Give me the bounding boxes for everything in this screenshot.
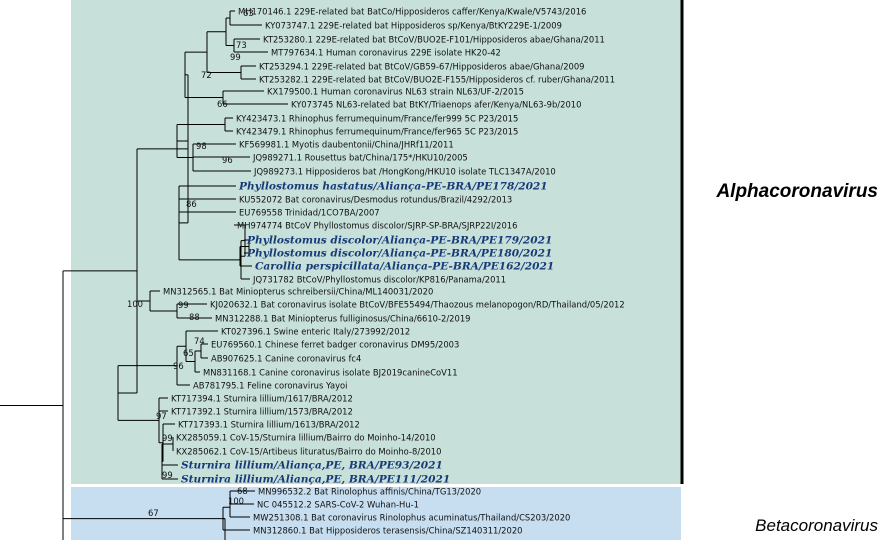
bootstrap-value: 63: [243, 8, 254, 18]
leaf-label-study-sample: Sturnira lillium/Aliança,PE, BRA/PE111/2…: [181, 474, 450, 486]
leaf-label: KJ020632.1 Bat coronavirus isolate BtCoV…: [210, 300, 625, 310]
tree-branches: [0, 10, 288, 540]
bootstrap-value: 65: [183, 348, 194, 358]
leaf-label-study-sample: Phyllostomus hastatus/Aliança-PE-BRA/PE1…: [238, 181, 548, 193]
bootstrap-value: 100: [228, 496, 244, 506]
bootstrap-value: 86: [186, 199, 197, 209]
leaf-label: MN312288.1 Bat Miniopterus fulliginosus/…: [215, 314, 471, 324]
leaf-label: JQ989271.1 Rousettus bat/China/175*/HKU1…: [252, 153, 468, 163]
bootstrap-value: 99: [178, 300, 189, 310]
leaf-label: AB907625.1 Canine coronavirus fc4: [211, 354, 361, 364]
clade-label-betacoronavirus: Betacoronavirus: [755, 516, 878, 535]
leaf-label-study-sample: Sturnira lillium/Aliança,PE, BRA/PE93/20…: [181, 460, 443, 472]
leaf-label: KY073747.1 229E-related bat Hipposideros…: [265, 21, 562, 31]
bootstrap-value: 99: [162, 470, 173, 480]
leaf-label: KT253282.1 229E-related bat BtCoV/BUO2E-…: [259, 75, 615, 85]
leaf-label: KX285062.1 CoV-15/Artibeus lituratus/Bai…: [176, 447, 441, 457]
bootstrap-value: 67: [148, 508, 159, 518]
bootstrap-value: 74: [194, 336, 205, 346]
bootstrap-value: 88: [189, 312, 200, 322]
alphacoronavirus-clade-box: [71, 0, 681, 484]
bootstrap-value: 100: [127, 299, 143, 309]
leaf-label: MN312860.1 Bat Hipposideros terasensis/C…: [253, 526, 523, 536]
leaf-label: KT253280.1 229E-related bat BtCoV/BUO2E-…: [263, 35, 605, 45]
leaf-label: KT717393.1 Sturnira lillium/1613/BRA/201…: [178, 420, 360, 430]
bootstrap-value: 73: [236, 40, 247, 50]
leaf-label: KU552072 Bat coronavirus/Desmodus rotund…: [239, 195, 512, 205]
leaf-label: EU769558 Trinidad/1CO7BA/2007: [239, 208, 380, 218]
leaf-label-study-sample: Phyllostomus discolor/Aliança-PE-BRA/PE1…: [246, 235, 552, 247]
bootstrap-value: 96: [173, 361, 184, 371]
leaf-label: KX179500.1 Human coronavirus NL63 strain…: [267, 87, 524, 97]
leaf-label: KY073745 NL63-related bat BtKY/Triaenops…: [291, 100, 581, 110]
betacoronavirus-clade-box: [71, 487, 681, 540]
bootstrap-value: 68: [237, 486, 248, 496]
bootstrap-value: 96: [222, 155, 233, 165]
leaf-label-study-sample: Phyllostomus discolor/Aliança-PE-BRA/PE1…: [246, 248, 552, 260]
leaf-label: MW251308.1 Bat coronavirus Rinolophus ac…: [253, 513, 570, 523]
leaf-label: KT717392.1 Sturnira lillium/1573/BRA/201…: [171, 407, 353, 417]
leaf-labels: MH170146.1 229E-related bat BatCo/Hippos…: [163, 7, 625, 536]
bootstrap-value: 66: [217, 99, 228, 109]
leaf-label: KY423479.1 Rhinophus ferrumequinum/Franc…: [236, 127, 518, 137]
leaf-label: KF569981.1 Myotis daubentonii/China/JHRf…: [239, 140, 454, 150]
leaf-label-study-sample: Carollia perspicillata/Aliança-PE-BRA/PE…: [255, 261, 554, 273]
leaf-label: JQ989273.1 Hipposideros bat /HongKong/HK…: [253, 167, 556, 177]
leaf-label: KY423473.1 Rhinophus ferrumequinum/Franc…: [236, 114, 518, 124]
leaf-label: EU769560.1 Chinese ferret badger coronav…: [211, 340, 459, 350]
leaf-label: MT797634.1 Human coronavirus 229E isolat…: [271, 48, 501, 58]
leaf-label: MH170146.1 229E-related bat BatCo/Hippos…: [238, 7, 586, 17]
clade-label-alphacoronavirus: Alphacoronavirus: [716, 181, 878, 202]
bootstrap-value: 99: [162, 433, 173, 443]
bootstrap-value: 97: [156, 411, 167, 421]
leaf-label: MH974774 BtCoV Phyllostomus discolor/SJR…: [237, 221, 517, 231]
bootstrap-value: 72: [201, 70, 212, 80]
leaf-label: MN312565.1 Bat Miniopterus schreibersii/…: [163, 287, 433, 297]
leaf-label: JQ731782 BtCoV/Phyllostomus discolor/KP8…: [252, 275, 506, 285]
bootstrap-value: 99: [230, 52, 241, 62]
leaf-label: KX285059.1 CoV-15/Sturnira lillium/Bairr…: [176, 433, 436, 443]
leaf-label: AB781795.1 Feline coronavirus Yayoi: [193, 381, 348, 391]
leaf-label: KT253294.1 229E-related bat BtCoV/GB59-6…: [259, 62, 585, 72]
leaf-label: KT717394.1 Sturnira lillium/1617/BRA/201…: [171, 394, 353, 404]
leaf-label: MN831168.1 Canine coronavirus isolate BJ…: [203, 368, 458, 378]
leaf-label: KT027396.1 Swine enteric Italy/273992/20…: [221, 327, 410, 337]
leaf-label: MN996532.2 Bat Rinolophus affinis/China/…: [258, 487, 481, 497]
leaf-label: NC 045512.2 SARS-CoV-2 Wuhan-Hu-1: [257, 500, 419, 510]
bootstrap-value: 98: [196, 141, 207, 151]
